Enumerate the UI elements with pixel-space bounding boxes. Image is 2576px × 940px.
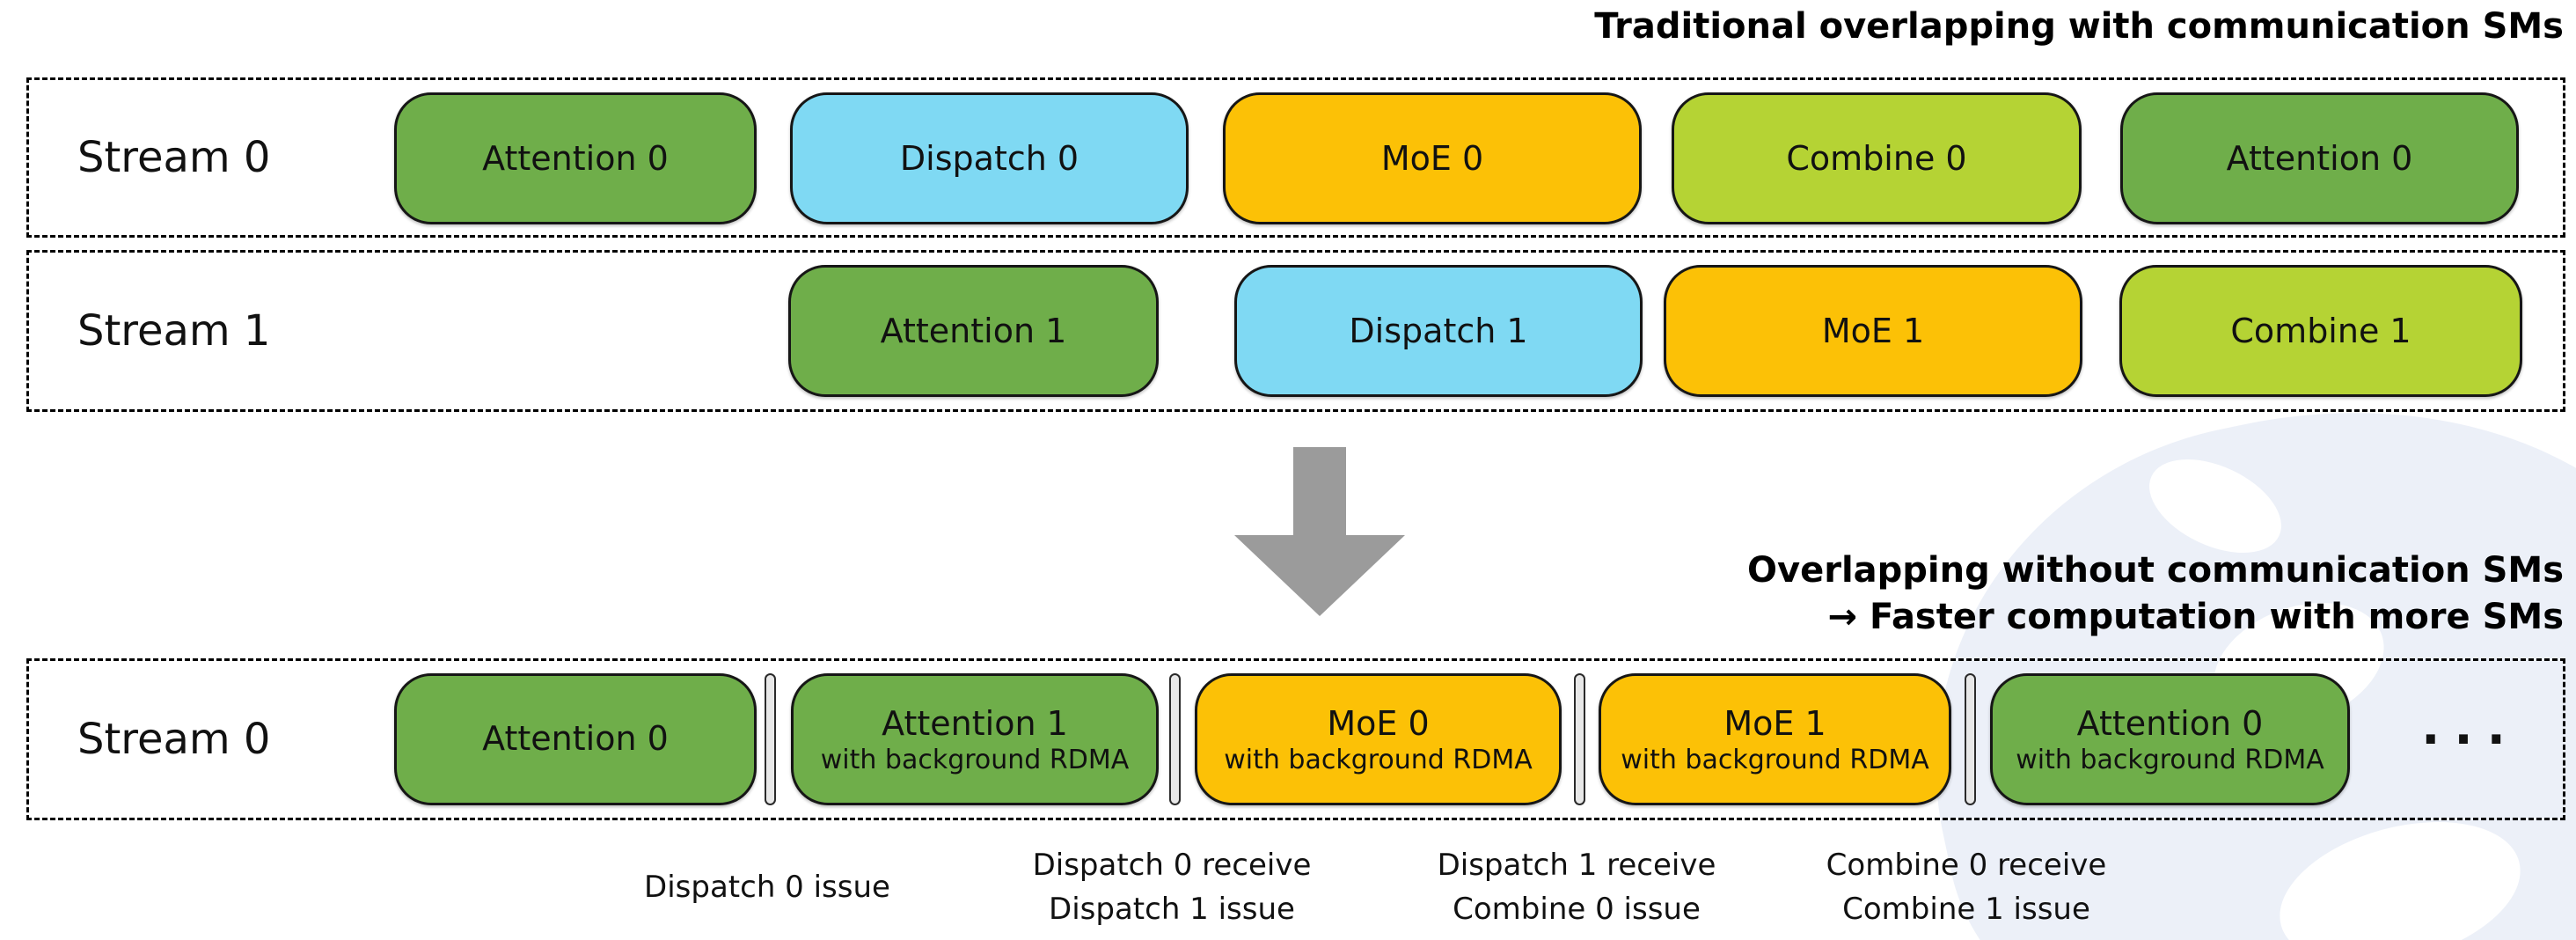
divider-bar <box>765 673 776 805</box>
block-moe-0-rdma: MoE 0 with background RDMA <box>1195 673 1562 805</box>
optimized-stream-0-box: Stream 0 Attention 0 Attention 1 with ba… <box>26 658 2565 820</box>
section-title-line-1: Overlapping without communication SMs <box>1747 550 2564 591</box>
stream-label: Stream 1 <box>77 306 271 356</box>
divider-bar <box>1574 673 1585 805</box>
continuation-ellipsis: ··· <box>2421 710 2520 768</box>
section-title-traditional: Traditional overlapping with communicati… <box>1594 6 2564 47</box>
block-label: Attention 0 <box>482 719 669 758</box>
annotation-dispatch0-issue: Dispatch 0 issue <box>565 838 970 936</box>
divider-bar <box>1965 673 1976 805</box>
block-combine-0: Combine 0 <box>1672 92 2082 224</box>
block-label: Attention 0 <box>482 139 669 178</box>
block-attention-0: Attention 0 <box>394 92 757 224</box>
block-attention-0: Attention 0 <box>394 673 757 805</box>
annotation-dispatch1-receive: Dispatch 1 receive Combine 0 issue <box>1374 838 1779 936</box>
block-label: MoE 0 <box>1380 139 1484 178</box>
block-attention-0-next: Attention 0 <box>2120 92 2519 224</box>
block-label: Attention 1 <box>882 703 1068 743</box>
section-title-line-2: → Faster computation with more SMs <box>1827 596 2564 637</box>
block-sublabel: with background RDMA <box>1224 744 1533 775</box>
annotation-line: Dispatch 0 receive <box>1032 848 1312 883</box>
block-sublabel: with background RDMA <box>820 744 1130 775</box>
block-label: Attention 0 <box>2076 703 2264 743</box>
block-label: MoE 1 <box>1723 703 1826 743</box>
block-attention-0-rdma: Attention 0 with background RDMA <box>1990 673 2350 805</box>
block-dispatch-0: Dispatch 0 <box>790 92 1189 224</box>
divider-bar <box>1169 673 1181 805</box>
block-label: Dispatch 0 <box>899 139 1079 178</box>
stream-label: Stream 0 <box>77 133 271 182</box>
block-combine-1: Combine 1 <box>2119 265 2522 397</box>
block-label: Combine 1 <box>2230 312 2411 350</box>
block-sublabel: with background RDMA <box>2016 744 2324 775</box>
annotation-line: Dispatch 1 issue <box>1049 892 1295 927</box>
block-moe-1-rdma: MoE 1 with background RDMA <box>1599 673 1951 805</box>
down-arrow-icon <box>1293 447 1346 537</box>
block-label: MoE 1 <box>1821 312 1925 350</box>
section-title-optimized: Overlapping without communication SMs → … <box>1747 547 2564 641</box>
annotation-combine0-receive: Combine 0 receive Combine 1 issue <box>1764 838 2169 936</box>
block-moe-1: MoE 1 <box>1664 265 2082 397</box>
block-label: Dispatch 1 <box>1349 312 1528 350</box>
annotation-dispatch0-receive: Dispatch 0 receive Dispatch 1 issue <box>970 838 1374 936</box>
annotation-line: Dispatch 1 receive <box>1437 848 1716 883</box>
annotation-line: Dispatch 0 issue <box>644 870 890 905</box>
block-label: Attention 0 <box>2226 139 2413 178</box>
block-attention-1: Attention 1 <box>788 265 1159 397</box>
block-label: MoE 0 <box>1327 703 1430 743</box>
traditional-stream-0-box: Stream 0 Attention 0 Dispatch 0 MoE 0 Co… <box>26 77 2565 238</box>
block-dispatch-1: Dispatch 1 <box>1234 265 1643 397</box>
block-attention-1-rdma: Attention 1 with background RDMA <box>791 673 1159 805</box>
annotation-line: Combine 0 receive <box>1826 848 2107 883</box>
traditional-stream-1-box: Stream 1 Attention 1 Dispatch 1 MoE 1 Co… <box>26 250 2565 412</box>
block-sublabel: with background RDMA <box>1621 744 1929 775</box>
annotation-line: Combine 1 issue <box>1842 892 2090 927</box>
block-label: Combine 0 <box>1786 139 1967 178</box>
stream-label: Stream 0 <box>77 715 271 764</box>
block-label: Attention 1 <box>880 312 1067 350</box>
block-moe-0: MoE 0 <box>1223 92 1642 224</box>
annotation-line: Combine 0 issue <box>1453 892 1701 927</box>
down-arrow-icon <box>1234 535 1405 616</box>
